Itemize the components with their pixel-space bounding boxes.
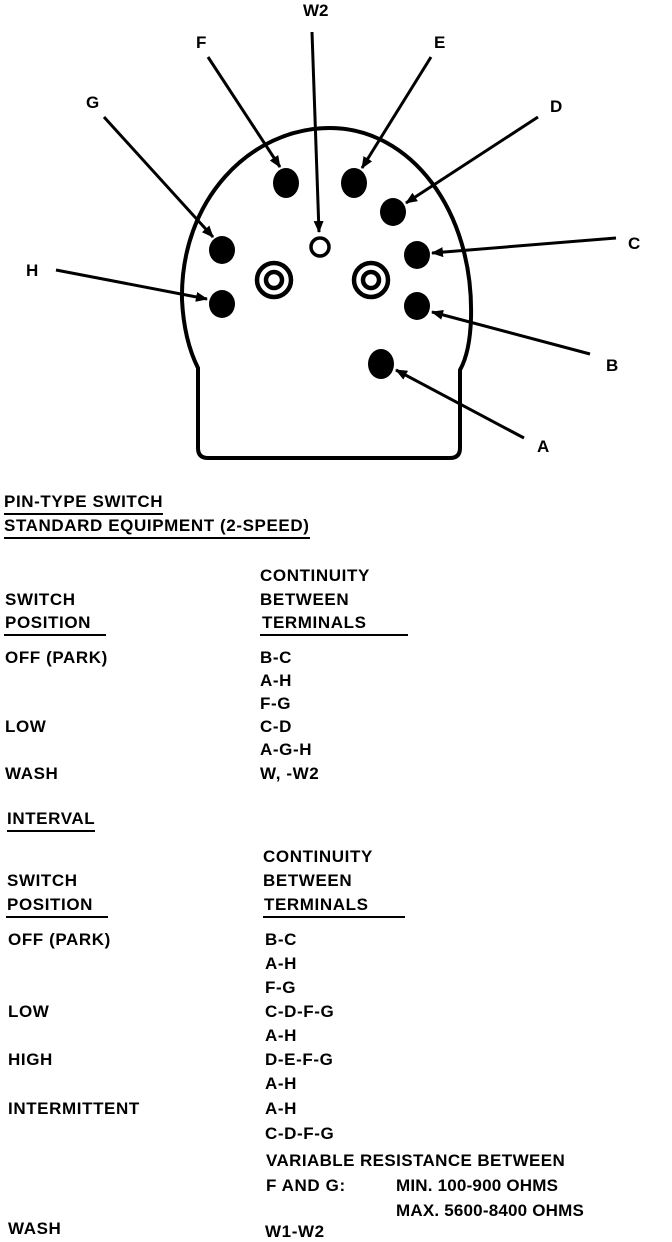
leader-arrow-d xyxy=(405,115,539,205)
section2-row-high-terminal-1: D-E-F-G xyxy=(265,1050,334,1069)
section2-row-wash-terminal-1: W1-W2 xyxy=(265,1222,325,1241)
section1-row-off-terminal-3: F-G xyxy=(260,694,292,713)
leader-arrow-h xyxy=(55,268,208,302)
section1-title-line2: STANDARD EQUIPMENT (2-SPEED) xyxy=(4,516,310,539)
section1-row-low-terminal-1: C-D xyxy=(260,717,293,736)
section1-row-off-terminal-2: A-H xyxy=(260,671,293,690)
pin-g xyxy=(209,236,235,264)
pin-f xyxy=(273,168,299,198)
leader-arrow-g xyxy=(102,115,215,239)
section1-header-between: BETWEEN xyxy=(260,590,350,609)
pin-w2 xyxy=(309,236,331,258)
section2-header-switch: SWITCH xyxy=(7,871,78,890)
pin-label-h: H xyxy=(26,261,38,280)
section2-title: INTERVAL xyxy=(7,809,96,832)
section1-row-low-position: LOW xyxy=(5,717,47,736)
section2-row-wash-position: WASH xyxy=(8,1219,62,1238)
pin-label-b: B xyxy=(606,356,618,375)
section2-header-between: BETWEEN xyxy=(263,871,353,890)
pin-h xyxy=(209,290,235,318)
pin-label-e: E xyxy=(434,33,445,52)
connector-pin-diagram: W2 F E G D C H B A xyxy=(26,1,640,460)
section2-row-intermittent-terminal-2: C-D-F-G xyxy=(265,1124,335,1143)
leader-arrow-e xyxy=(360,56,433,169)
section1-row-wash-position: WASH xyxy=(5,764,59,783)
section2-resistance-max: MAX. 5600-8400 OHMS xyxy=(396,1201,585,1220)
leader-arrow-b xyxy=(431,309,591,356)
section2-resistance-note: VARIABLE RESISTANCE BETWEEN xyxy=(266,1151,566,1170)
section1-header-terminals: TERMINALS xyxy=(262,613,367,632)
section1-row-wash-terminal-1: W, -W2 xyxy=(260,764,320,783)
pin-label-a: A xyxy=(537,437,549,456)
pin-e xyxy=(341,168,367,198)
leader-arrow-f xyxy=(206,56,282,168)
section1-header-continuity: CONTINUITY xyxy=(260,566,370,585)
section1-row-low-terminal-2: A-G-H xyxy=(260,740,313,759)
section1-row-off-terminal-1: B-C xyxy=(260,648,293,667)
section2-row-low-terminal-2: A-H xyxy=(265,1026,298,1045)
section2-header-continuity: CONTINUITY xyxy=(263,847,373,866)
section2-row-off-terminal-2: A-H xyxy=(265,954,298,973)
section1-title-line1: PIN-TYPE SWITCH xyxy=(4,492,164,515)
pin-d xyxy=(380,198,406,226)
pin-c xyxy=(404,241,430,269)
pin-label-c: C xyxy=(628,234,640,253)
section2-row-off-terminal-3: F-G xyxy=(265,978,297,997)
connector-housing-outline xyxy=(179,125,474,460)
pin-b xyxy=(404,292,430,320)
section2-row-low-position: LOW xyxy=(8,1002,50,1021)
leader-arrow-c xyxy=(431,236,617,258)
leader-arrow-a xyxy=(395,368,525,440)
pin-label-g: G xyxy=(86,93,99,112)
leader-arrow-w2 xyxy=(310,31,324,233)
section2-resistance-min: MIN. 100-900 OHMS xyxy=(396,1176,559,1195)
section2-row-intermittent-terminal-1: A-H xyxy=(265,1099,298,1118)
mounting-boss-right xyxy=(351,260,391,300)
pin-label-d: D xyxy=(550,97,562,116)
pin-label-w2: W2 xyxy=(303,1,329,20)
section2-row-low-terminal-1: C-D-F-G xyxy=(265,1002,335,1021)
section2-row-off-terminal-1: B-C xyxy=(265,930,298,949)
section2-terminals-underline xyxy=(263,916,405,918)
section1-terminals-underline xyxy=(260,634,408,636)
section1-position-underline xyxy=(4,634,106,636)
mounting-boss-left xyxy=(254,260,294,300)
section2-position-underline xyxy=(6,916,108,918)
section2-header-position: POSITION xyxy=(7,895,94,914)
section2-header-terminals: TERMINALS xyxy=(264,895,369,914)
section2-row-intermittent-position: INTERMITTENT xyxy=(8,1099,140,1118)
section2-row-high-position: HIGH xyxy=(8,1050,53,1069)
pin-a xyxy=(368,349,394,379)
section2-row-off-position: OFF (PARK) xyxy=(8,930,111,949)
section1-header-position: POSITION xyxy=(5,613,92,632)
section2-row-high-terminal-2: A-H xyxy=(265,1074,298,1093)
pin-label-f: F xyxy=(196,33,206,52)
section1-row-off-position: OFF (PARK) xyxy=(5,648,108,667)
section2-resistance-fg: F AND G: xyxy=(266,1176,346,1195)
section1-header-switch: SWITCH xyxy=(5,590,76,609)
